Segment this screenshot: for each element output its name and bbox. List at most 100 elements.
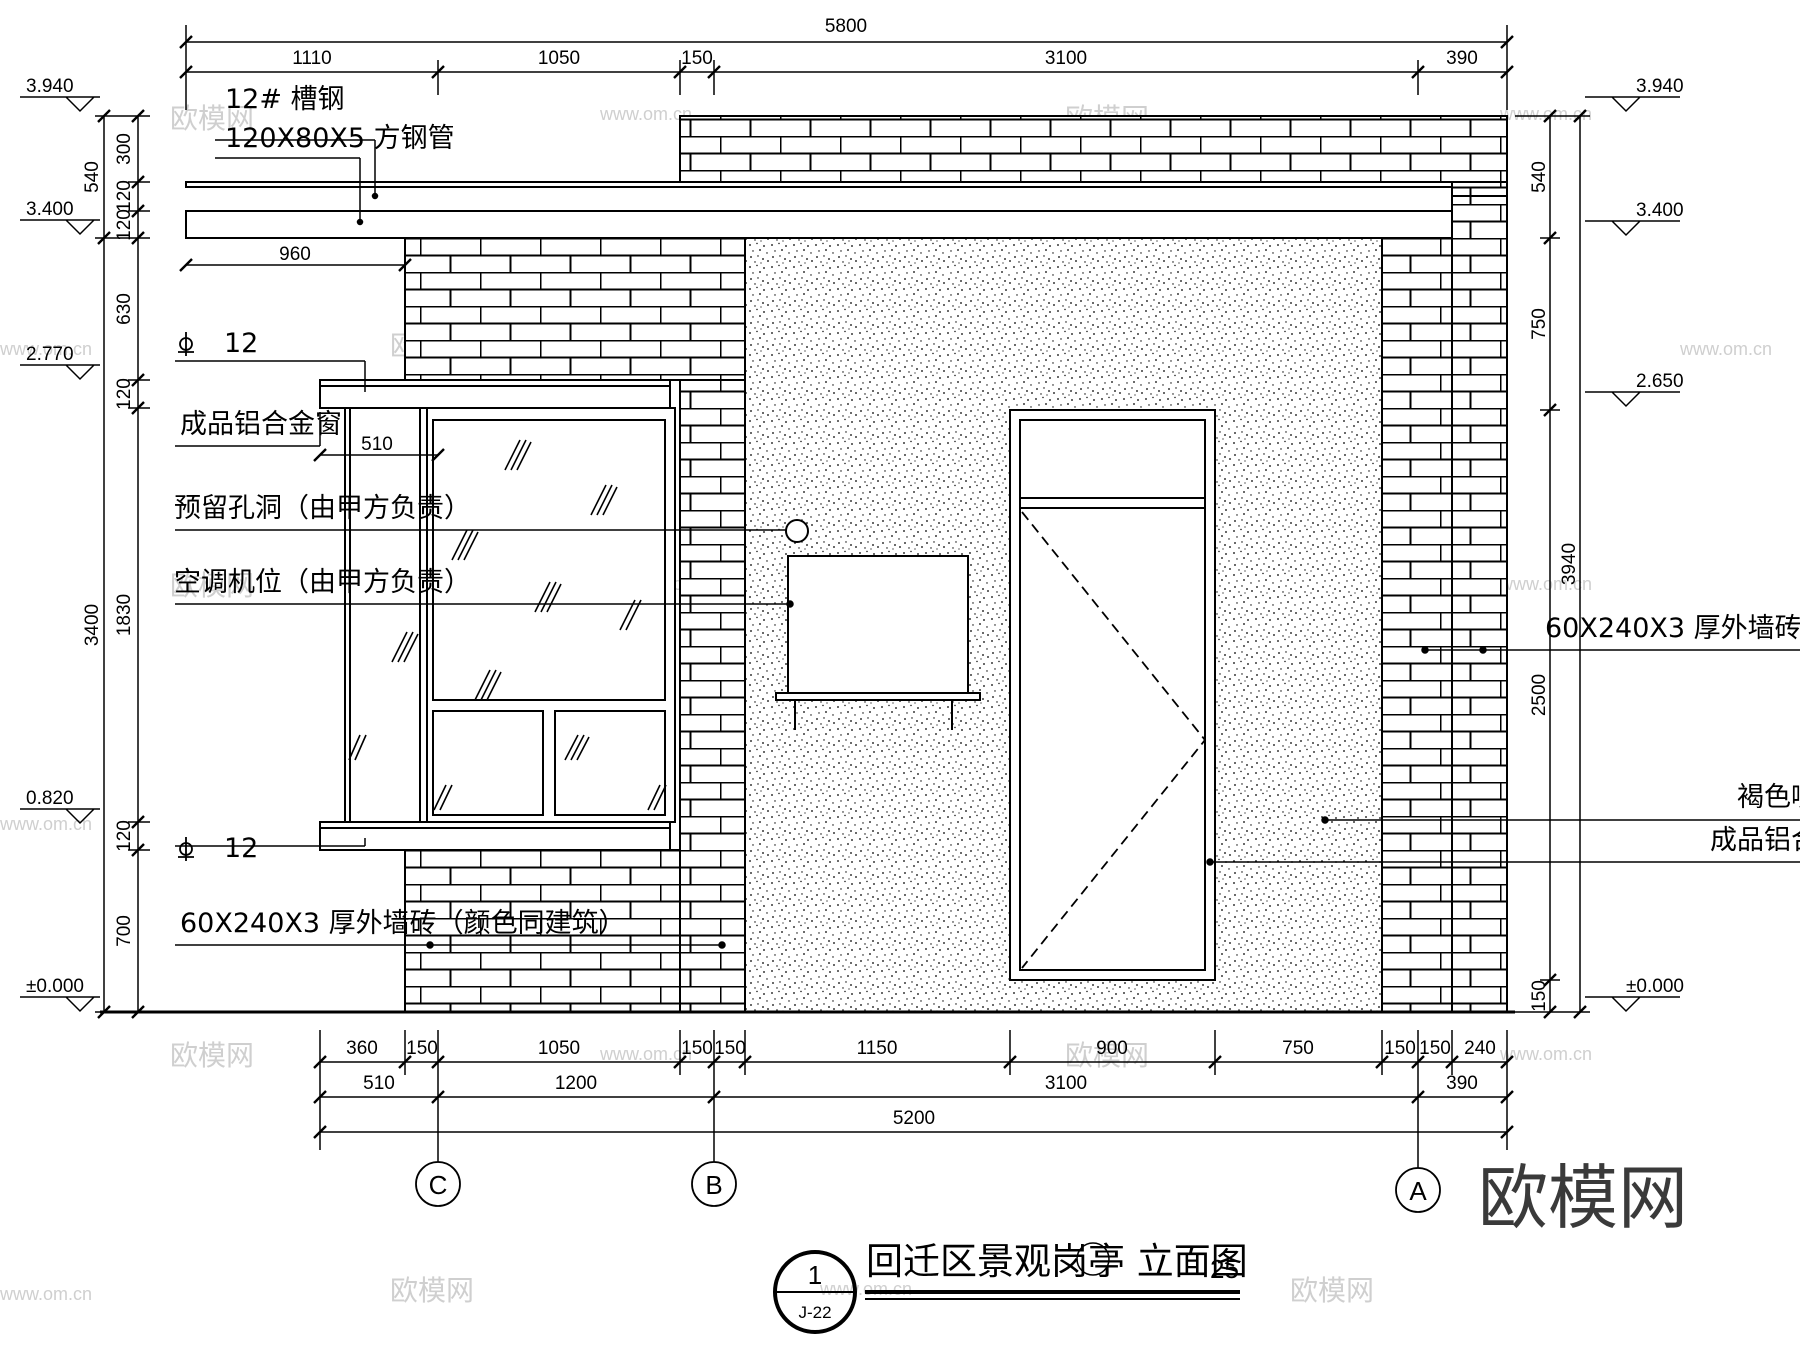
label-aluminum-window: 成品铝合金窗: [180, 409, 342, 440]
label-brown-spray: 褐色喷: [1737, 782, 1800, 813]
window-head-beam: [319, 379, 671, 409]
annotation-labels: 12# 槽钢 120X80X5 方钢管 12 成品铝合金窗 预留孔洞（由甲方负责…: [174, 84, 1800, 939]
dimension-text-right: 540 750 3940 2500 150: [1529, 161, 1580, 1012]
label-reserved-hole: 预留孔洞（由甲方负责）: [174, 493, 471, 524]
dim-left: 540: [82, 161, 103, 193]
wall-brick-right-edge: [1451, 195, 1508, 1013]
grid-axis-label: B: [705, 1170, 722, 1200]
watermark-text: 欧模网: [1290, 1275, 1374, 1306]
wall-brick-lower-left: [404, 849, 681, 1013]
label-channel-steel: 12# 槽钢: [225, 84, 345, 115]
grid-axis-c: [415, 1161, 461, 1207]
dim-bottom: 240: [1464, 1038, 1496, 1059]
building-elevation: [100, 115, 1515, 1014]
watermark-url: www.om.cn: [599, 1044, 692, 1064]
dim-top: 3100: [1045, 48, 1087, 69]
label-beam-top: 12: [224, 328, 258, 359]
watermark-text: 欧模网: [1065, 1040, 1149, 1071]
level-label: 0.820: [26, 788, 74, 809]
label-wall-tile-right: 60X240X3 厚外墙砖（颜: [1545, 613, 1800, 644]
dim-top: 390: [1446, 48, 1478, 69]
watermark-text: 欧模网: [170, 103, 254, 134]
watermark-url: www.om.cn: [1499, 574, 1592, 594]
grid-axes: [415, 1161, 1441, 1213]
title-scale: 25: [1210, 1254, 1239, 1284]
dim-right: 150: [1529, 980, 1550, 1012]
level-text-right: 3.940 3.400 2.650 ±0.000: [1626, 76, 1684, 997]
dim-bottom: 1200: [555, 1073, 597, 1094]
grid-axis-label: C: [429, 1170, 448, 1200]
wall-brick-column-b: [679, 379, 746, 1013]
grid-axis-labels: C B A: [429, 1170, 1428, 1206]
level-text-left: 3.940 3.400 2.770 0.820 ±0.000: [26, 76, 84, 997]
dim-bottom: 150: [714, 1038, 746, 1059]
roof-beam: [185, 210, 1453, 239]
glass-hatching: [348, 439, 667, 811]
wall-brick-upper-left: [404, 237, 746, 381]
watermark-url: www.om.cn: [0, 814, 92, 834]
watermark-url: www.om.cn: [1499, 104, 1592, 124]
watermark-text: 欧模网: [390, 1275, 474, 1306]
dimension-lines-top: [179, 25, 1514, 272]
dim-left: 120: [114, 378, 135, 410]
level-label: 3.400: [1636, 200, 1684, 221]
watermark-url: www.om.cn: [1499, 1044, 1592, 1064]
dim-left: 120: [114, 209, 135, 241]
dim-bottom: 900: [1096, 1038, 1128, 1059]
label-square-tube: 120X80X5 方钢管: [225, 123, 455, 154]
level-markers-right: [1585, 96, 1680, 1013]
dim-bottom: 510: [363, 1073, 395, 1094]
parapet-brick: [679, 115, 1508, 183]
level-label: 3.400: [26, 199, 74, 220]
dim-right: 2500: [1529, 674, 1550, 716]
centerline-symbols: [178, 332, 194, 861]
dim-left: 300: [114, 133, 135, 165]
watermark-url: www.om.cn: [0, 339, 92, 359]
dim-left: 630: [114, 293, 135, 325]
ac-bracket: [775, 692, 981, 701]
dim-left: 1830: [114, 594, 135, 636]
level-markers-left: [20, 96, 100, 1013]
label-ac-position: 空调机位（由甲方负责）: [174, 567, 471, 598]
dim-bottom: 150: [406, 1038, 438, 1059]
title-block: [773, 1242, 1240, 1334]
watermark-url: www.om.cn: [1679, 339, 1772, 359]
grid-axis-label: A: [1409, 1176, 1427, 1206]
dim-top: 1050: [538, 48, 580, 69]
dim-overhang: 960: [279, 244, 311, 265]
dim-bottom: 150: [681, 1038, 713, 1059]
dimension-lines-left: [95, 109, 150, 1019]
dim-left: 700: [114, 915, 135, 947]
wall-brick-column-a: [1381, 237, 1453, 1013]
dimension-text-top: 5800 1110 1050 150 3100 390 960: [279, 16, 1478, 265]
ac-unit: [787, 555, 969, 694]
dim-right: 3940: [1559, 543, 1580, 585]
level-label: 2.770: [26, 344, 74, 365]
dim-bottom-total: 5200: [893, 1108, 935, 1129]
title-name: 回迁区景观岗亭 立面图: [866, 1240, 1248, 1283]
watermark-url: www.om.cn: [599, 104, 692, 124]
label-wall-tile-left: 60X240X3 厚外墙砖（颜色同建筑）: [180, 908, 626, 939]
level-label: 3.940: [1636, 76, 1684, 97]
dim-left: 3400: [82, 604, 103, 646]
dim-window-projection-line: [313, 448, 445, 462]
label-beam-bottom: 12: [224, 833, 258, 864]
level-label: 3.940: [26, 76, 74, 97]
dimension-text-bottom: 360 150 1050 150 150 1150 900 750 150 15…: [346, 434, 1496, 1129]
dim-top: 150: [681, 48, 713, 69]
dim-bottom: 390: [1446, 1073, 1478, 1094]
window-sill-beam: [319, 821, 671, 851]
level-label: 2.650: [1636, 371, 1684, 392]
watermark-text: 欧模网: [170, 1040, 254, 1071]
dim-right: 540: [1529, 161, 1550, 193]
watermark-logo: 欧模网: [1478, 1157, 1688, 1239]
dim-left: 120: [114, 180, 135, 212]
dim-bottom: 750: [1282, 1038, 1314, 1059]
dim-right: 750: [1529, 308, 1550, 340]
label-aluminum-right: 成品铝合: [1710, 825, 1800, 856]
title-number: 1: [808, 1260, 822, 1290]
aluminum-window: [344, 407, 676, 823]
dimension-text-left: 540 300 120 120 3400 630 120 1830 120 70…: [82, 133, 135, 947]
dim-window-projection: 510: [361, 434, 393, 455]
